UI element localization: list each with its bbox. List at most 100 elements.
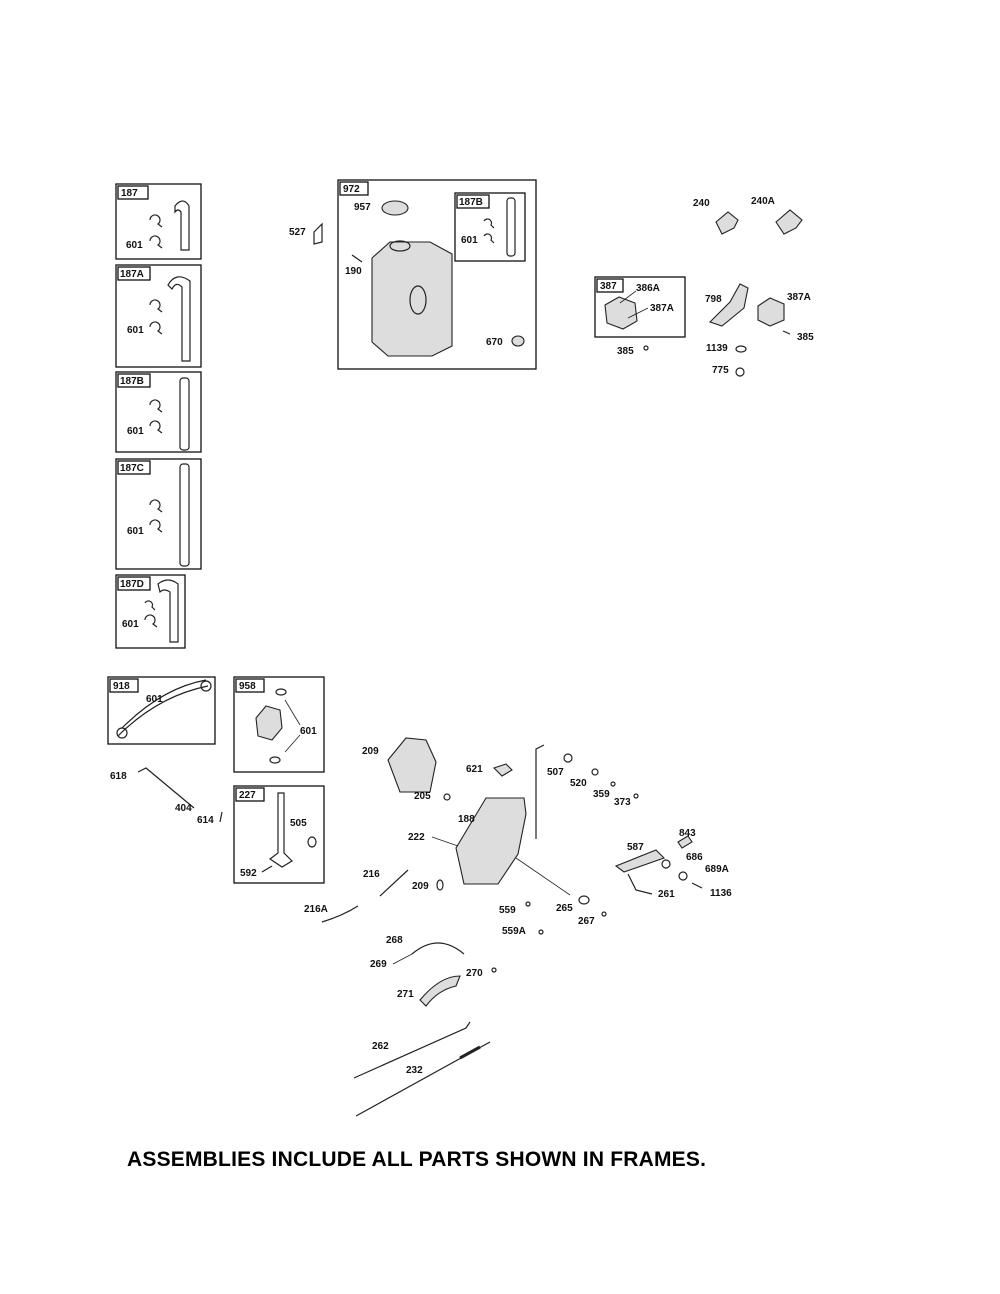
callout-621: 621	[466, 764, 483, 775]
callout-670: 670	[486, 337, 503, 348]
callout-270: 270	[466, 968, 483, 979]
callout-1136: 1136	[710, 888, 732, 899]
fuel-tank-part	[371, 241, 453, 357]
callout-592: 592	[240, 868, 257, 879]
linkage-parts: 843 587 686 689A 261 1136	[614, 828, 732, 900]
footer-note: ASSEMBLIES INCLUDE ALL PARTS SHOWN IN FR…	[127, 1148, 707, 1171]
callout-957: 957	[354, 202, 371, 213]
frame-187: 187 601	[115, 183, 202, 260]
frame-227: 227 505 592	[233, 785, 325, 884]
callout-261: 261	[658, 889, 675, 900]
callout-240: 240	[693, 198, 710, 209]
callout-205: 205	[414, 791, 431, 802]
frame-387: 387 386A 387A 385	[594, 276, 686, 357]
frame-972-title: 972	[343, 184, 360, 195]
hose-part	[179, 377, 190, 451]
lower-parts: 216 209 216A 559 559A 265 267 268 269 27…	[304, 869, 607, 1117]
callout-559: 559	[499, 905, 516, 916]
callout-387A: 387A	[650, 303, 674, 314]
callout-527: 527	[289, 227, 306, 238]
callout-587: 587	[627, 842, 644, 853]
callout-373: 373	[614, 797, 631, 808]
clamp-part	[149, 321, 163, 335]
callout-689A: 689A	[705, 864, 729, 875]
governor-parts: 618 404 614	[110, 767, 223, 826]
hose-part	[179, 463, 190, 567]
hose-part	[157, 579, 179, 643]
frame-972-inner-title: 187B	[459, 197, 483, 208]
callout-265: 265	[556, 903, 573, 914]
callout-216A: 216A	[304, 904, 328, 915]
callout-601: 601	[461, 235, 478, 246]
callout-190: 190	[345, 266, 362, 277]
pump-parts: 798 387A 385 1139 775	[705, 283, 814, 377]
clamp-part	[149, 299, 163, 313]
frame-972: 972 957 190 187B 601 670	[337, 179, 537, 370]
callout-268: 268	[386, 935, 403, 946]
callout-601: 601	[122, 619, 139, 630]
hose-part	[167, 276, 191, 362]
frame-187A: 187A 601	[115, 264, 202, 368]
clamp-part	[149, 519, 163, 533]
callout-520: 520	[570, 778, 587, 789]
frame-187B-title: 187B	[120, 376, 144, 387]
frame-187B: 187B 601	[115, 371, 202, 453]
clamp-part	[144, 600, 156, 611]
hose-part	[174, 200, 190, 251]
frame-958-title: 958	[239, 681, 256, 692]
clamp-part	[149, 420, 163, 434]
frame-187D-title: 187D	[120, 579, 144, 590]
frame-958: 958 601	[233, 676, 325, 773]
callout-209: 209	[412, 881, 429, 892]
callout-601: 601	[127, 325, 144, 336]
callout-385: 385	[617, 346, 634, 357]
frame-918-title: 918	[113, 681, 130, 692]
callout-209: 209	[362, 746, 379, 757]
callout-601: 601	[127, 426, 144, 437]
callout-188: 188	[458, 814, 475, 825]
clamp-part	[149, 399, 163, 413]
callout-222: 222	[408, 832, 425, 843]
clamp-part	[149, 214, 163, 228]
callout-601: 601	[300, 726, 317, 737]
screw-part	[351, 254, 363, 263]
callout-262: 262	[372, 1041, 389, 1052]
callout-843: 843	[679, 828, 696, 839]
callout-387A: 387A	[787, 292, 811, 303]
callout-240A: 240A	[751, 196, 775, 207]
callout-601: 601	[126, 240, 143, 251]
callout-216: 216	[363, 869, 380, 880]
clamp-part	[149, 499, 163, 513]
control-assembly: 209 621 507 520 359 373 205 188 222	[362, 737, 639, 896]
callout-614: 614	[197, 815, 214, 826]
fuel-filters: 240 240A	[693, 196, 803, 235]
callout-559A: 559A	[502, 926, 526, 937]
frame-227-title: 227	[239, 790, 256, 801]
clamp-part	[149, 235, 163, 249]
part-527: 527	[289, 222, 323, 245]
frame-387-title: 387	[600, 281, 617, 292]
callout-507: 507	[547, 767, 564, 778]
frame-187C: 187C 601	[115, 458, 202, 570]
callout-1139: 1139	[706, 343, 728, 354]
callout-505: 505	[290, 818, 307, 829]
callout-232: 232	[406, 1065, 423, 1076]
callout-601: 601	[127, 526, 144, 537]
callout-601: 601	[146, 694, 163, 705]
frame-187-title: 187	[121, 188, 138, 199]
callout-775: 775	[712, 365, 729, 376]
frame-187D: 187D 601	[115, 574, 186, 649]
fuel-cap-part	[381, 200, 409, 216]
callout-386A: 386A	[636, 283, 660, 294]
callout-269: 269	[370, 959, 387, 970]
callout-385: 385	[797, 332, 814, 343]
frame-187A-title: 187A	[120, 269, 144, 280]
callout-404: 404	[175, 803, 192, 814]
callout-271: 271	[397, 989, 414, 1000]
callout-618: 618	[110, 771, 127, 782]
clamp-part	[144, 614, 158, 628]
callout-359: 359	[593, 789, 610, 800]
callout-267: 267	[578, 916, 595, 927]
control-bracket-part	[455, 797, 527, 885]
